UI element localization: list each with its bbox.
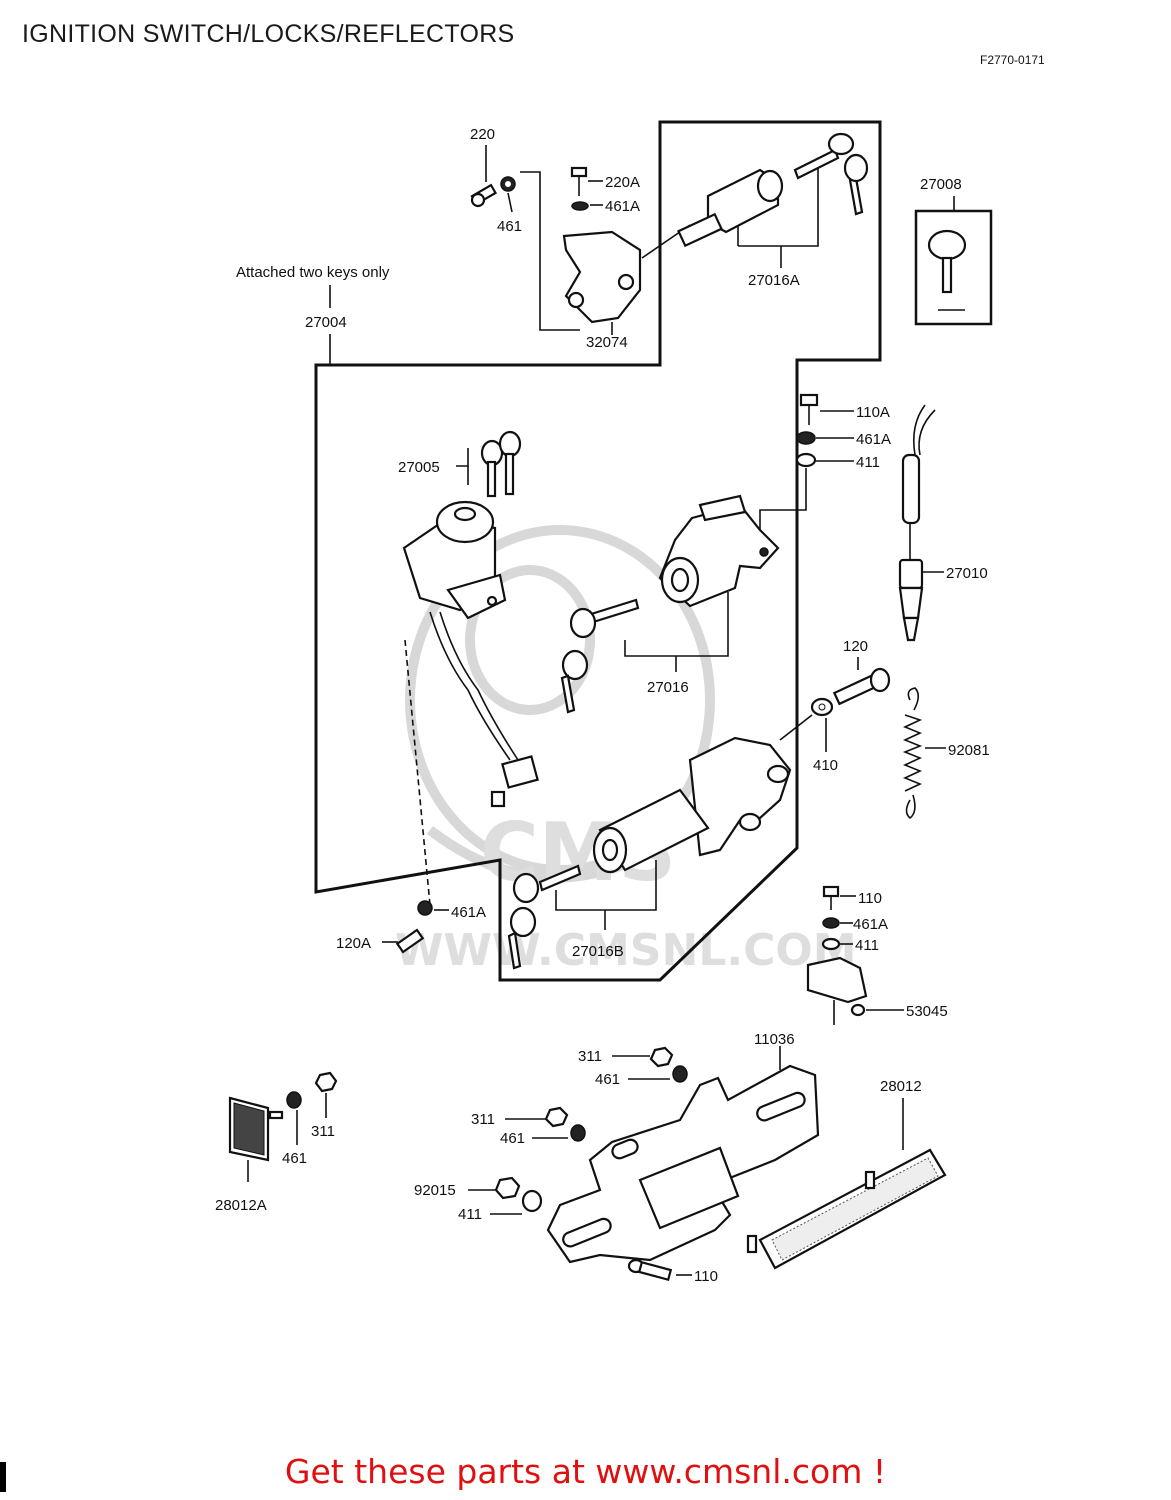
callout-461-b: 461 bbox=[500, 1130, 525, 1147]
ignition-switch bbox=[402, 500, 539, 808]
callout-461A-mid: 461A bbox=[856, 431, 891, 448]
washer-bolt-left: 461A 120A bbox=[336, 900, 486, 954]
callout-461-c: 461 bbox=[282, 1150, 307, 1167]
assembly-frame bbox=[314, 120, 882, 982]
washer-461-top: 461 bbox=[497, 176, 522, 235]
watermark: CMS WWW.CMSNL.COM bbox=[395, 525, 857, 976]
nut-group-c: 92015 411 bbox=[414, 1176, 543, 1223]
bracket-11036: 11036 bbox=[546, 1031, 820, 1264]
callout-120: 120 bbox=[843, 638, 868, 655]
callout-110-bottom: 110 bbox=[694, 1268, 718, 1285]
callout-461A-top: 461A bbox=[605, 198, 640, 215]
callout-28012: 28012 bbox=[880, 1078, 922, 1095]
bracket-32074: 32074 bbox=[562, 230, 642, 351]
callout-32074: 32074 bbox=[586, 334, 628, 351]
callout-27016: 27016 bbox=[647, 679, 689, 696]
callout-461-a: 461 bbox=[595, 1071, 620, 1088]
keys-27016B bbox=[507, 864, 582, 970]
screw-220A: 220A 461A bbox=[570, 166, 640, 215]
callout-220: 220 bbox=[470, 126, 495, 143]
watermark-text: WWW.CMSNL.COM bbox=[395, 925, 857, 976]
callout-410: 410 bbox=[813, 757, 838, 774]
callout-92081: 92081 bbox=[948, 742, 990, 759]
callout-411-right: 411 bbox=[855, 937, 879, 954]
bolt-220: 220 bbox=[470, 126, 498, 208]
reflector-28012A: 28012A 461 311 bbox=[215, 1071, 338, 1214]
fastener-stack-right: 110 461A 411 53045 bbox=[806, 885, 948, 1025]
callout-27010: 27010 bbox=[946, 565, 988, 582]
nut-group-b: 311 461 bbox=[471, 1106, 586, 1147]
callout-411-mid: 411 bbox=[856, 454, 880, 471]
page-title: IGNITION SWITCH/LOCKS/REFLECTORS bbox=[22, 20, 515, 48]
callout-311-c: 311 bbox=[311, 1123, 335, 1140]
spring-92081: 92081 bbox=[902, 687, 990, 820]
reflector-28012: 28012 bbox=[746, 1078, 947, 1270]
callout-11036: 11036 bbox=[754, 1031, 795, 1048]
callout-411-b: 411 bbox=[458, 1206, 482, 1223]
switch-27010: 27010 bbox=[898, 404, 988, 642]
callout-110A: 110A bbox=[856, 404, 890, 421]
callout-92015: 92015 bbox=[414, 1182, 456, 1199]
keys-27016A bbox=[793, 132, 869, 216]
callout-27016B: 27016B bbox=[572, 943, 624, 960]
lock-27016: 27016 bbox=[624, 494, 780, 696]
callout-461A-right: 461A bbox=[853, 916, 888, 933]
nut-group-a: 311 461 bbox=[578, 1046, 688, 1088]
key-tag-27008: 27008 bbox=[914, 176, 993, 326]
callout-53045: 53045 bbox=[906, 1003, 948, 1020]
callout-27004: 27004 bbox=[305, 314, 347, 331]
fastener-stack-mid: 110A 461A 411 bbox=[759, 393, 891, 540]
callout-311-a: 311 bbox=[578, 1048, 602, 1065]
callout-461-top: 461 bbox=[497, 218, 522, 235]
corner-mark bbox=[0, 1462, 6, 1492]
note-text: Attached two keys only bbox=[236, 264, 390, 281]
lock-27016B: 27016B bbox=[555, 736, 792, 960]
bolt-120: 120 410 bbox=[810, 638, 891, 774]
callout-27016A: 27016A bbox=[748, 272, 800, 289]
callout-461A-left: 461A bbox=[451, 904, 486, 921]
callout-311-b: 311 bbox=[471, 1111, 495, 1128]
callout-110-right: 110 bbox=[858, 890, 882, 907]
callout-27008: 27008 bbox=[920, 176, 962, 193]
lock-27016A: 27016A bbox=[677, 168, 819, 289]
callout-28012A: 28012A bbox=[215, 1197, 267, 1214]
footer-promo[interactable]: Get these parts at www.cmsnl.com ! bbox=[284, 1452, 887, 1491]
callout-120A: 120A bbox=[336, 935, 371, 952]
callout-27005: 27005 bbox=[398, 459, 440, 476]
keys-27016 bbox=[560, 598, 640, 714]
bolt-110-bottom: 110 bbox=[627, 1258, 718, 1285]
keys-27005: 27005 bbox=[398, 430, 522, 498]
callout-220A: 220A bbox=[605, 174, 640, 191]
figure-code: F2770-0171 bbox=[980, 53, 1045, 67]
